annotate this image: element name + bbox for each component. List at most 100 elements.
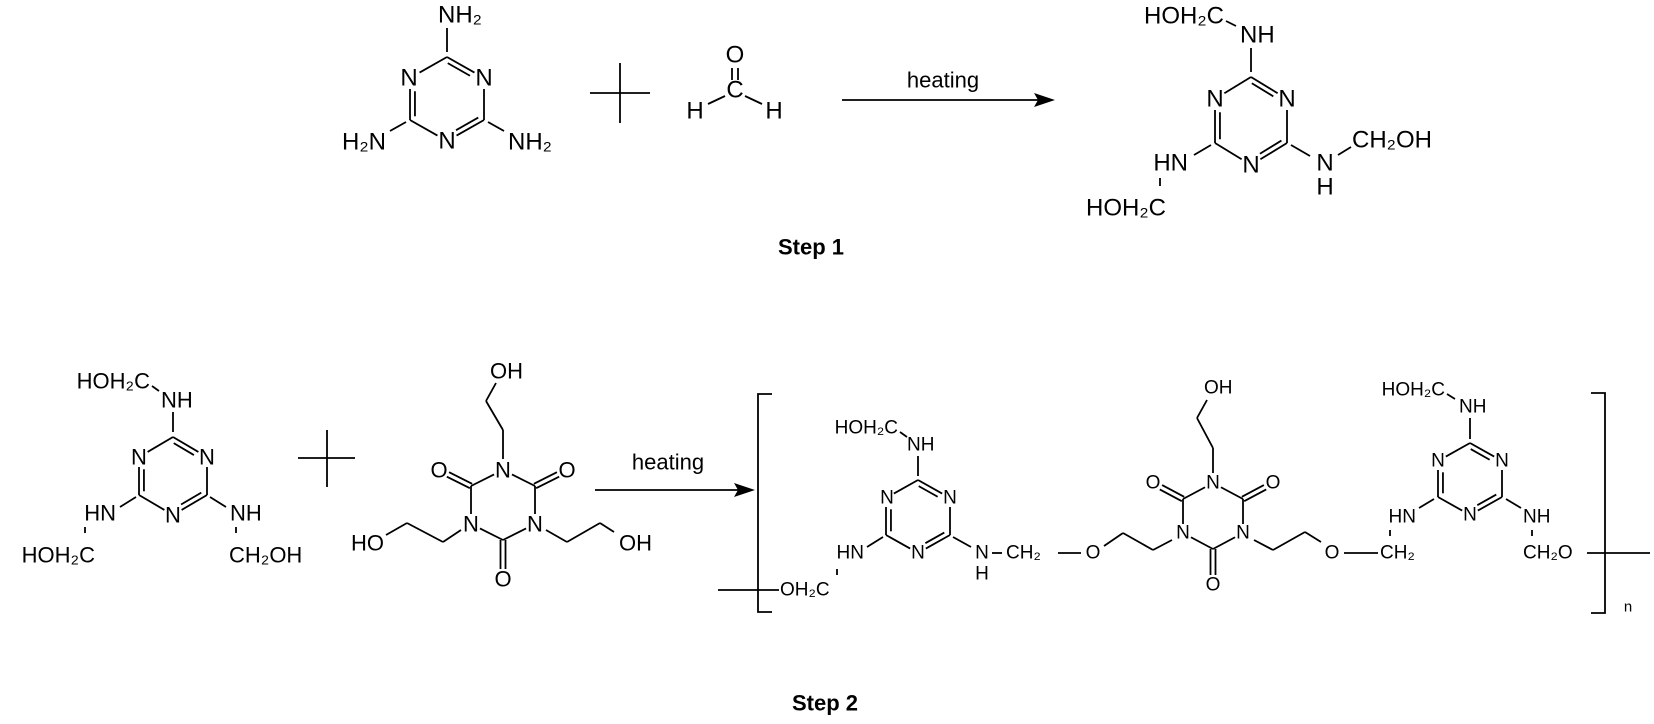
plus-sign	[590, 63, 650, 123]
ring-bond	[419, 56, 448, 74]
atom-label: NH₂	[438, 2, 482, 29]
chain-bond	[385, 522, 408, 536]
reaction-condition: heating	[632, 450, 704, 475]
step1-arrow: heating	[842, 68, 1055, 107]
bond	[1446, 393, 1456, 400]
atom-label: N	[1463, 505, 1477, 526]
carbonyl-bond	[1159, 488, 1183, 502]
step2-title: Step 2	[792, 691, 858, 716]
atom-label: HN	[837, 543, 864, 564]
atom-label: N	[495, 458, 511, 483]
atom-label: HN	[1153, 150, 1188, 177]
chain-bond	[485, 400, 504, 431]
chain-bond	[566, 522, 601, 543]
carbonyl-bond	[1161, 484, 1185, 498]
atom-label: CH₂	[1380, 543, 1415, 564]
ring-bond	[1437, 496, 1463, 512]
carbonyl-bond	[1241, 484, 1265, 498]
step2-reactant-melamine: HOH₂C NH N N N HN NH HOH₂C CH₂OH	[22, 369, 303, 568]
double-bond-inner	[180, 491, 202, 506]
atom-label: NH	[1523, 507, 1550, 528]
polymer-unit-a: OH₂C HN HOH₂C NH N N N N H CH₂ O	[780, 418, 1100, 601]
atom-label: N	[199, 445, 215, 470]
atom-label: H	[686, 98, 703, 125]
atom-label: HOH₂C	[835, 418, 898, 439]
ring-bond	[1182, 486, 1206, 500]
atom-label: N	[131, 445, 147, 470]
ring-bond	[1214, 142, 1243, 161]
atom-label: N	[1176, 523, 1190, 544]
plus-sign	[298, 430, 355, 487]
bond	[1290, 144, 1311, 157]
chain-bond	[1196, 417, 1214, 449]
bond	[1505, 498, 1522, 509]
atom-label: N	[1236, 523, 1250, 544]
chain-bond	[1272, 531, 1306, 551]
atom-label: N	[527, 512, 543, 537]
atom-label: N	[1316, 150, 1333, 177]
bond	[151, 385, 160, 392]
atom-label: NH₂	[508, 129, 552, 156]
atom-label: H	[1316, 174, 1333, 201]
bond	[707, 95, 726, 105]
chain-bond	[1122, 532, 1154, 551]
atom-label: H	[765, 98, 782, 125]
atom-label: NH	[161, 388, 193, 413]
atom-label: O	[1146, 473, 1161, 494]
bond	[389, 121, 407, 132]
double-bond-inner	[1476, 493, 1497, 507]
ring-bond	[1223, 76, 1252, 95]
atom-label: CH₂OH	[229, 543, 302, 568]
ring-bond	[470, 473, 495, 487]
bond	[952, 536, 972, 548]
ring-bond	[511, 473, 536, 487]
chain-bond	[599, 522, 615, 533]
atom-label: N	[1206, 86, 1223, 113]
ring-bond	[409, 119, 438, 137]
bond	[487, 121, 505, 132]
chain-bond	[1253, 539, 1274, 551]
atom-label: HN	[84, 501, 116, 526]
atom-label: HO	[351, 531, 384, 556]
chain-bond	[1103, 532, 1124, 547]
atom-label: HOH₂C	[22, 543, 95, 568]
step1-formaldehyde: O C H H	[686, 42, 782, 125]
bond	[119, 496, 137, 508]
atom-label: H	[975, 564, 989, 585]
step1-melamine: NH₂ N N N H₂N NH₂	[342, 2, 552, 156]
polymer-brackets: n	[718, 392, 1650, 616]
atom-label: N	[400, 65, 417, 92]
arrowhead-icon	[734, 483, 755, 497]
bond	[1225, 20, 1237, 27]
atom-label: O	[1206, 575, 1221, 596]
atom-label: N	[1242, 152, 1259, 179]
atom-label: N	[1278, 86, 1295, 113]
ring-bond	[1477, 496, 1503, 512]
atom-label: HOH₂C	[1144, 3, 1224, 30]
atom-label: CH₂OH	[1352, 127, 1432, 154]
ring-bond	[885, 534, 911, 550]
ring-bond	[917, 479, 943, 495]
double-bond-inner	[447, 62, 471, 77]
atom-label: N	[911, 543, 925, 564]
ring-bond	[479, 527, 504, 541]
chain-bond	[485, 382, 497, 402]
ring-bond	[1445, 442, 1471, 458]
ring-bond	[1212, 536, 1236, 550]
atom-label: O	[558, 458, 575, 483]
right-bracket	[1591, 392, 1606, 614]
atom-label: N	[975, 543, 989, 564]
atom-label: O	[430, 458, 447, 483]
double-bond-inner	[1259, 139, 1282, 155]
reaction-condition: heating	[907, 68, 979, 93]
atom-label: N	[880, 488, 894, 509]
bond	[866, 536, 884, 548]
ring-bond	[456, 119, 485, 137]
ring-bond	[1469, 442, 1495, 458]
atom-label: HOH₂C	[1086, 195, 1166, 222]
chain-bond	[1196, 399, 1208, 419]
ring-bond	[138, 494, 165, 511]
double-bond-inner	[1251, 82, 1274, 98]
atom-label: O	[1086, 543, 1101, 564]
ring-bond	[1220, 486, 1244, 500]
